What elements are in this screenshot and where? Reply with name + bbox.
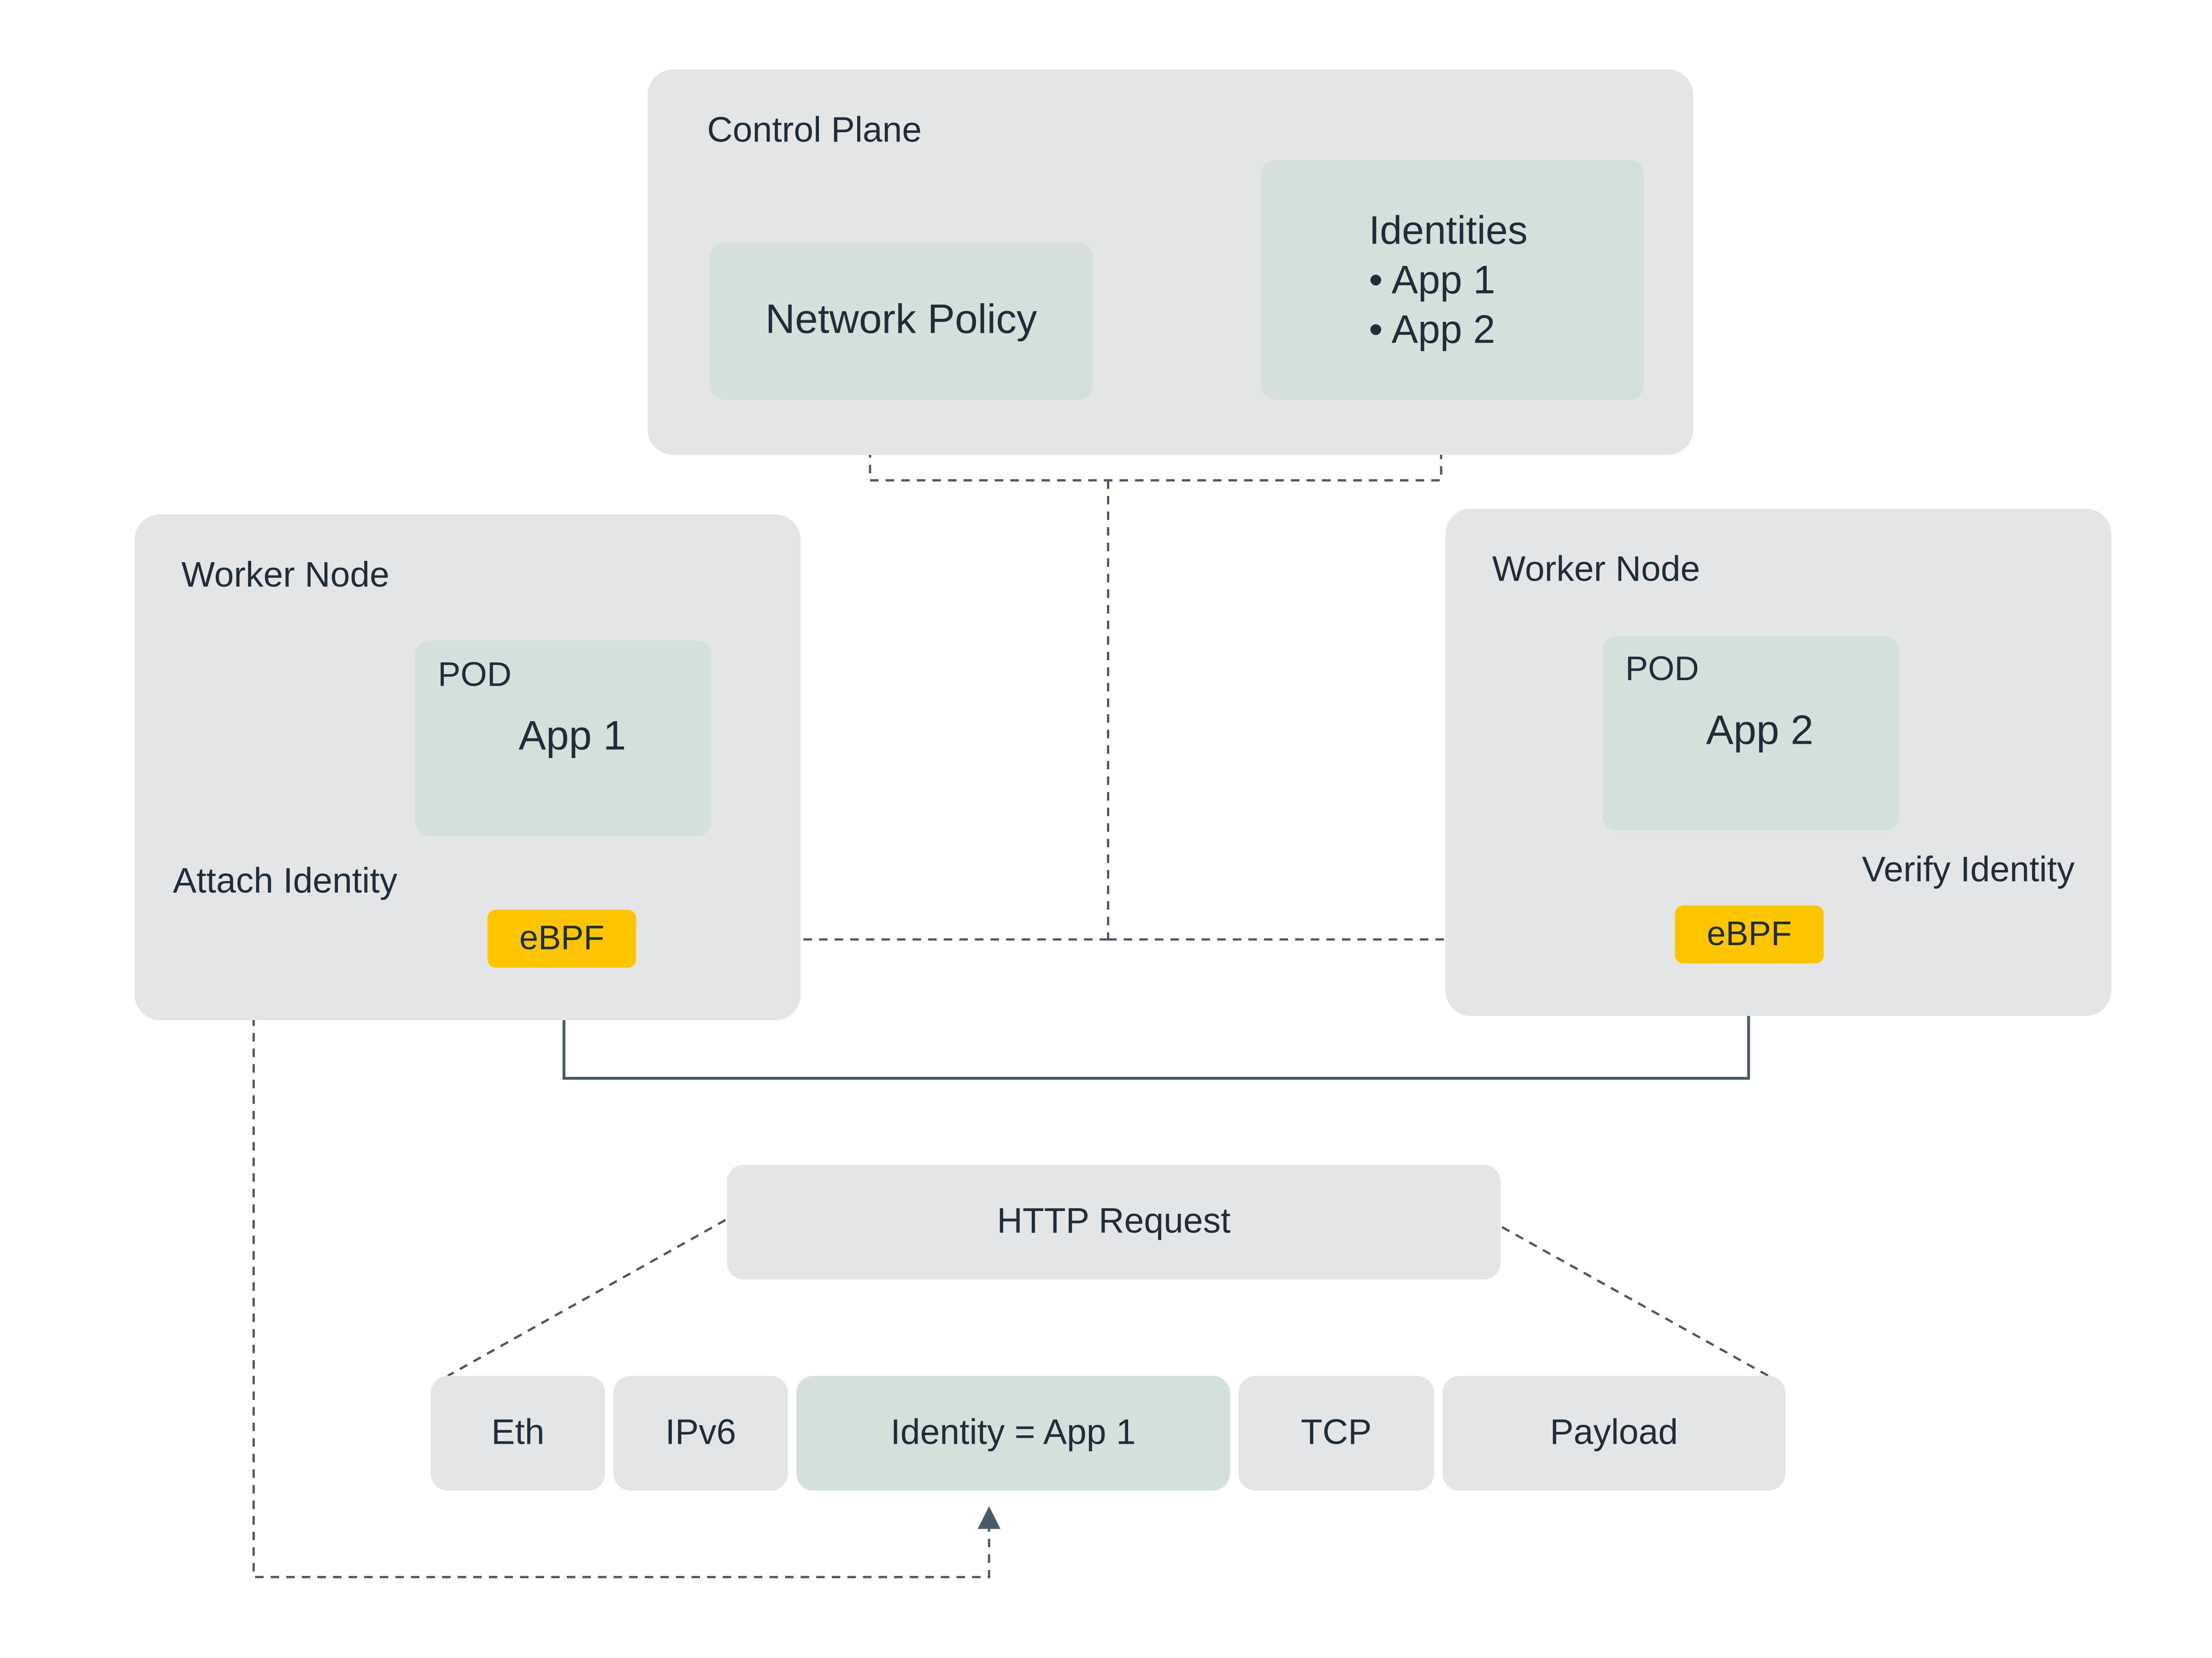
ebpf-left: eBPF <box>487 910 636 968</box>
identity-item: • App 2 <box>1369 307 1495 352</box>
worker-node-left-title: Worker Node <box>181 555 390 595</box>
ebpf-left-label: eBPF <box>519 919 605 958</box>
packet-segment-eth: Eth <box>430 1376 605 1491</box>
pod-app2-label: POD <box>1625 650 1699 689</box>
attach-identity-connector <box>252 908 990 1578</box>
pod-app1-label: POD <box>438 656 512 694</box>
http-request-label: HTTP Request <box>997 1201 1231 1241</box>
packet-segment-identity: Identity = App 1 <box>796 1376 1230 1491</box>
identities-box <box>1261 160 1644 400</box>
control-plane-title: Control Plane <box>707 110 922 150</box>
pod-app2-box <box>1602 636 1899 830</box>
packet-segment-label: IPv6 <box>665 1412 736 1452</box>
arrowhead-identity-field <box>977 1506 1000 1529</box>
verify-identity-label: Verify Identity <box>1862 850 2075 890</box>
pod-app1-box <box>415 640 712 836</box>
pod-app1-name: App 1 <box>518 714 626 760</box>
identities-list: Identities • App 1 • App 2 <box>1369 206 1528 354</box>
identity-item: • App 1 <box>1369 258 1495 302</box>
pod-app2-name: App 2 <box>1706 708 1814 754</box>
packet-segment-label: Identity = App 1 <box>890 1412 1136 1452</box>
ebpf-right: eBPF <box>1675 905 1824 964</box>
packet-segment-label: Eth <box>491 1412 545 1452</box>
attach-identity-label: Attach Identity <box>173 861 398 901</box>
packet-segment-tcp: TCP <box>1238 1376 1434 1491</box>
http-expand-left <box>447 1219 726 1377</box>
packet-segment-ipv6: IPv6 <box>613 1376 788 1491</box>
network-policy-box: Network Policy <box>710 242 1093 400</box>
packet-segment-payload: Payload <box>1442 1376 1786 1491</box>
http-request-box: HTTP Request <box>727 1164 1501 1280</box>
http-expand-right <box>1501 1226 1769 1377</box>
worker-node-right-title: Worker Node <box>1492 550 1700 590</box>
ebpf-right-label: eBPF <box>1706 914 1792 953</box>
identities-title: Identities <box>1369 208 1528 253</box>
packet-segment-label: Payload <box>1550 1412 1678 1452</box>
ebpf-link <box>562 968 1750 1080</box>
network-policy-label: Network Policy <box>765 297 1037 343</box>
packet-segment-label: TCP <box>1300 1412 1372 1452</box>
